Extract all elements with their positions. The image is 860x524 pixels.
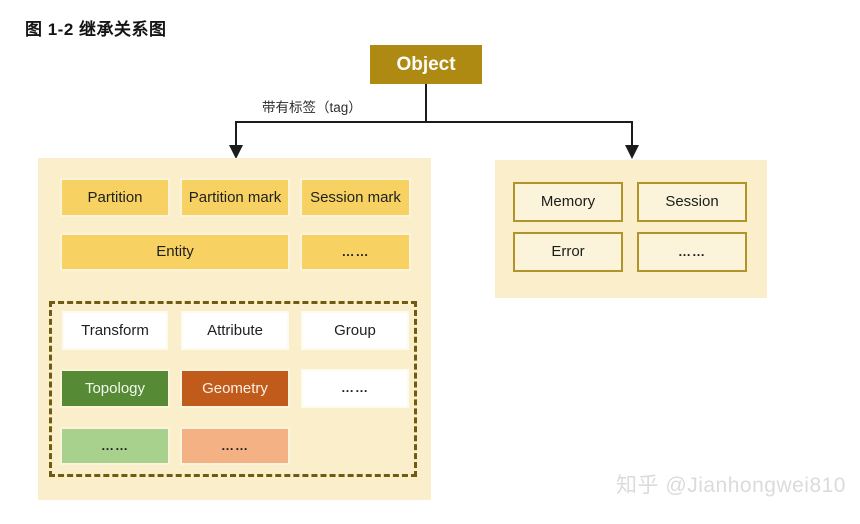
node-attribute: Attribute [181, 311, 289, 350]
node-memory: Memory [513, 182, 623, 222]
node-transform: Transform [62, 311, 168, 350]
node-ellipsis-outlined: …… [637, 232, 747, 272]
node-ellipsis-orange: …… [180, 427, 290, 465]
node-group: Group [301, 311, 409, 350]
dashed-subgroup: Transform Attribute Group Topology Geome… [49, 301, 417, 477]
node-partition: Partition [60, 178, 170, 217]
edge-tag-label: 带有标签（tag） [262, 100, 362, 115]
node-object-label: Object [396, 53, 456, 75]
node-ellipsis-green: …… [60, 427, 170, 465]
node-session-mark: Session mark [300, 178, 411, 217]
figure-title: 图 1-2 继承关系图 [25, 20, 167, 39]
node-object: Object [370, 45, 482, 84]
right-group-panel: Memory Session Error …… [495, 160, 767, 298]
node-session: Session [637, 182, 747, 222]
left-group-panel: Partition Partition mark Session mark En… [38, 158, 431, 500]
node-geometry: Geometry [180, 369, 290, 408]
zhihu-watermark: 知乎 @Jianhongwei810 [616, 474, 846, 497]
node-partition-mark: Partition mark [180, 178, 290, 217]
node-error: Error [513, 232, 623, 272]
node-ellipsis-white: …… [301, 369, 409, 408]
node-ellipsis-yellow: …… [300, 233, 411, 271]
arrowhead-left [229, 145, 243, 159]
node-topology: Topology [60, 369, 170, 408]
arrowhead-right [625, 145, 639, 159]
node-entity: Entity [60, 233, 290, 271]
